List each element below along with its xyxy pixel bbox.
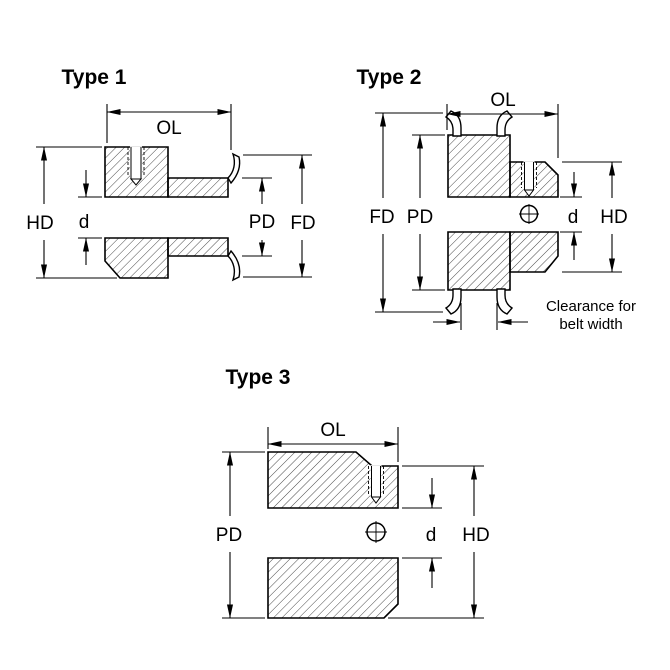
- type2-set-screw-hole: [521, 161, 537, 197]
- type2-dim-d: d: [568, 207, 579, 228]
- type2-dim-fd: FD: [369, 207, 394, 228]
- type3-title: Type 3: [226, 366, 291, 389]
- type3-set-screw-end-view: [365, 521, 387, 543]
- flange-lip: [227, 152, 241, 185]
- flange-lip: [444, 288, 462, 315]
- type2-clearance-note-line2: belt width: [559, 316, 622, 333]
- flange-lip: [496, 288, 514, 315]
- type3-set-screw-hole: [368, 465, 384, 504]
- type2-body: [447, 134, 559, 291]
- type2-dim-hd: HD: [600, 207, 627, 228]
- type3-body-upper: [267, 451, 399, 509]
- type1-title: Type 1: [62, 66, 127, 89]
- type1-drawing: Type 1 OL HD d PD FD: [26, 66, 316, 282]
- flange-lip: [496, 110, 514, 137]
- type2-drawing: Type 2 OL FD PD d HD Clearance for belt …: [357, 66, 637, 333]
- type1-set-screw-hole: [127, 146, 145, 186]
- type1-dim-hd: HD: [26, 213, 53, 234]
- type1-dim-ol: OL: [156, 118, 181, 139]
- type3-dim-pd: PD: [216, 525, 242, 546]
- type2-clearance-callout: [433, 303, 528, 330]
- type2-clearance-note-line1: Clearance for: [546, 298, 636, 315]
- flange-lip: [444, 110, 462, 137]
- type2-flange-lips: [444, 110, 514, 315]
- type2-title: Type 2: [357, 66, 422, 89]
- type2-dim-pd: PD: [407, 207, 433, 228]
- type3-dim-d: d: [426, 525, 437, 546]
- type2-dim-ol: OL: [490, 90, 515, 111]
- type1-tooth-upper: [167, 177, 229, 198]
- type1-flange-lips: [227, 152, 241, 282]
- type2-hub-lower: [509, 231, 559, 273]
- flange-lip: [227, 249, 241, 282]
- type1-tooth-lower: [167, 237, 229, 257]
- type1-dim-fd: FD: [290, 213, 315, 234]
- type1-dimensions: [36, 104, 312, 279]
- type2-tooth-lower: [447, 231, 511, 291]
- type3-dim-hd: HD: [462, 525, 489, 546]
- type1-dim-d: d: [79, 212, 90, 233]
- type1-dim-pd: PD: [249, 212, 275, 233]
- type2-tooth-upper: [447, 134, 511, 198]
- type1-body: [104, 146, 229, 279]
- type3-dim-ol: OL: [320, 420, 345, 441]
- type3-body-lower: [267, 557, 399, 619]
- type3-drawing: Type 3 OL PD d HD: [216, 366, 490, 619]
- type3-dimensions: [222, 427, 484, 619]
- type2-set-screw-end-view: [519, 204, 539, 224]
- type1-hub-lower: [104, 237, 169, 279]
- type2-dimensions: [375, 104, 622, 313]
- type3-body: [267, 451, 399, 619]
